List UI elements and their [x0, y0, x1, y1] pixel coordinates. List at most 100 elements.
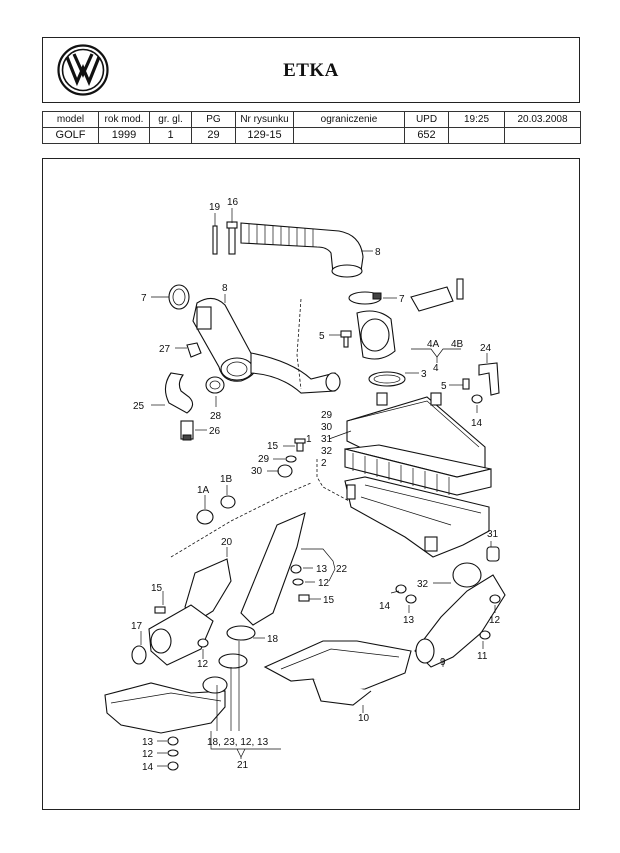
callout-30-bolt[interactable]: 30 — [251, 466, 263, 477]
callout-14-lower[interactable]: 14 — [142, 762, 154, 773]
part-1a-grommet[interactable] — [196, 509, 214, 525]
part-13-nut-right[interactable] — [405, 594, 417, 604]
callout-11[interactable]: 11 — [477, 651, 488, 662]
callout-12-left[interactable]: 12 — [197, 659, 209, 670]
callout-18[interactable]: 18 — [267, 634, 279, 645]
callout-15-center[interactable]: 15 — [323, 595, 335, 606]
part-1-air-filter-housing-lid[interactable] — [346, 392, 486, 480]
part-25-curved-pipe[interactable] — [164, 372, 194, 414]
callout-7-right[interactable]: 7 — [399, 294, 405, 305]
callout-26[interactable]: 26 — [209, 426, 221, 437]
callout-22[interactable]: 22 — [336, 564, 348, 575]
part-1b-grommet[interactable] — [220, 495, 236, 509]
callout-15-resonator[interactable]: 15 — [151, 583, 163, 594]
part-28-ring[interactable] — [205, 376, 225, 394]
part-3-o-ring[interactable] — [368, 371, 406, 387]
part-13-nut-lower[interactable] — [167, 736, 179, 746]
part-4-air-mass-meter[interactable] — [356, 278, 464, 360]
part-31-grommet[interactable] — [486, 546, 500, 562]
callout-19[interactable]: 19 — [209, 202, 221, 213]
callout-12-lower[interactable]: 12 — [142, 749, 154, 760]
header-time: 19:25 — [448, 111, 505, 128]
part-20-bracket[interactable] — [184, 558, 232, 622]
header-pg: PG — [191, 111, 236, 128]
part-5-screw-upper[interactable] — [340, 330, 352, 348]
part-12-washer-lower[interactable] — [167, 749, 179, 757]
callout-4a[interactable]: 4A — [427, 339, 440, 350]
part-10-air-duct[interactable] — [263, 640, 412, 706]
callout-8-upper[interactable]: 8 — [375, 247, 381, 258]
callout-29-lid[interactable]: 29 — [321, 410, 333, 421]
callout-25[interactable]: 25 — [133, 401, 145, 412]
part-12-washer-left[interactable] — [197, 638, 209, 648]
callout-group-18-23-12-13[interactable]: 18, 23, 12, 13 — [207, 737, 269, 748]
callout-30-lid[interactable]: 30 — [321, 422, 333, 433]
lower-intake-duct[interactable] — [104, 676, 228, 734]
callout-16[interactable]: 16 — [227, 197, 239, 208]
part-13-nut-center[interactable] — [290, 564, 302, 574]
callout-21[interactable]: 21 — [237, 760, 249, 771]
part-14-nut-right[interactable] — [395, 584, 407, 594]
callout-14-right[interactable]: 14 — [379, 601, 391, 612]
header-nr-rysunku: Nr rysunku — [235, 111, 294, 128]
part-24-bracket[interactable] — [478, 362, 500, 396]
part-15-resonator-bolt[interactable] — [154, 606, 166, 614]
part-11-nut[interactable] — [479, 630, 491, 640]
part-7-clamp-left[interactable] — [168, 284, 190, 310]
part-2-filter-element[interactable] — [344, 444, 492, 496]
part-8-lower-hose[interactable] — [192, 297, 341, 394]
callout-2[interactable]: 2 — [321, 458, 327, 469]
callout-32-right[interactable]: 32 — [417, 579, 429, 590]
part-9-intake-snorkel[interactable] — [414, 562, 506, 668]
part-17-ring[interactable] — [131, 645, 147, 665]
callout-4b[interactable]: 4B — [451, 339, 464, 350]
part-7-clamp-right[interactable] — [348, 291, 382, 305]
value-gr-gl: 1 — [149, 127, 192, 144]
part-29-washer[interactable] — [285, 455, 297, 463]
callout-1[interactable]: 1 — [306, 434, 312, 445]
part-15-bolt-center[interactable] — [298, 594, 310, 602]
callout-1a[interactable]: 1A — [197, 485, 210, 496]
callout-9[interactable]: 9 — [440, 657, 446, 668]
part-5-screw-right[interactable] — [462, 378, 470, 390]
callout-10[interactable]: 10 — [358, 713, 370, 724]
part-18-sleeve[interactable] — [218, 625, 256, 669]
part-14-nut-lower[interactable] — [167, 761, 179, 771]
callout-4[interactable]: 4 — [433, 363, 439, 374]
part-1-air-filter-housing-lower[interactable] — [344, 476, 490, 558]
callout-15-upper[interactable]: 15 — [267, 441, 279, 452]
callout-13-center[interactable]: 13 — [316, 564, 328, 575]
part-26-connector[interactable] — [180, 420, 194, 441]
callout-14-upper[interactable]: 14 — [471, 418, 483, 429]
callout-3[interactable]: 3 — [421, 369, 427, 380]
callout-12-right[interactable]: 12 — [489, 615, 501, 626]
callout-17[interactable]: 17 — [131, 621, 143, 632]
callout-27[interactable]: 27 — [159, 344, 171, 355]
part-16-bolt[interactable] — [226, 221, 238, 255]
callout-1b[interactable]: 1B — [220, 474, 233, 485]
part-12-washer-center[interactable] — [292, 578, 304, 586]
part-12-washer-right[interactable] — [489, 594, 501, 604]
callout-20[interactable]: 20 — [221, 537, 233, 548]
part-30-grommet[interactable] — [277, 464, 293, 478]
part-15-bolt-upper[interactable] — [294, 438, 306, 452]
part-22-duct[interactable] — [240, 512, 306, 626]
callout-5-right[interactable]: 5 — [441, 381, 447, 392]
callout-29-bolt[interactable]: 29 — [258, 454, 270, 465]
callout-12-center[interactable]: 12 — [318, 578, 330, 589]
callout-5-upper[interactable]: 5 — [319, 331, 325, 342]
callout-32-lid[interactable]: 32 — [321, 446, 333, 457]
part-8-upper-hose[interactable] — [240, 222, 364, 278]
part-14-nut-upper[interactable] — [471, 394, 483, 404]
callout-13-lower[interactable]: 13 — [142, 737, 154, 748]
callout-7-left[interactable]: 7 — [141, 293, 147, 304]
resonator-housing[interactable] — [148, 604, 214, 666]
callout-8-lower[interactable]: 8 — [222, 283, 228, 294]
callout-28[interactable]: 28 — [210, 411, 222, 422]
callout-31-right[interactable]: 31 — [487, 529, 499, 540]
callout-24[interactable]: 24 — [480, 343, 492, 354]
part-19-rod[interactable] — [212, 225, 218, 255]
callout-13-right[interactable]: 13 — [403, 615, 415, 626]
callout-31-lid[interactable]: 31 — [321, 434, 333, 445]
part-27-clip[interactable] — [186, 342, 202, 358]
